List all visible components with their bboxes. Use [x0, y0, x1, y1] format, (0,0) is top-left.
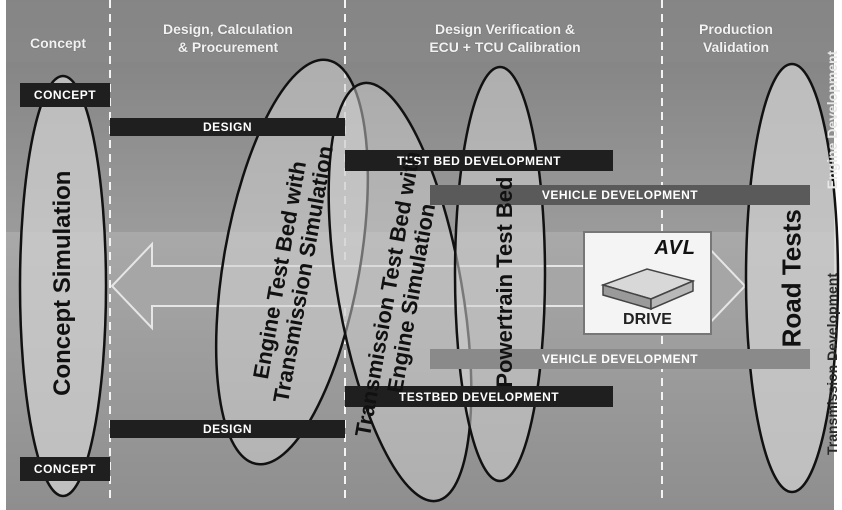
engine-development-side-label: Engine Development: [824, 50, 840, 190]
design-bar-bottom: DESIGN: [110, 420, 345, 438]
phase-header-line: Design Verification &: [434, 21, 576, 37]
phase-header-verification: Design Verification & ECU + TCU Calibrat…: [350, 20, 660, 56]
phase-header-line: Production: [699, 21, 773, 37]
test-bed-development-bar: TEST BED DEVELOPMENT: [345, 150, 613, 171]
phase-header-production: Production Validation: [666, 20, 806, 56]
concept-bar-top: CONCEPT: [20, 83, 110, 107]
phase-header-line: Design, Calculation: [163, 21, 293, 37]
phase-header-line: ECU + TCU Calibration: [429, 39, 581, 55]
vehicle-development-bar-top: VEHICLE DEVELOPMENT: [430, 185, 810, 205]
transmission-development-side-label: Transmission Development: [824, 272, 840, 456]
testbed-development-bar: TESTBED DEVELOPMENT: [345, 386, 613, 407]
phase-header-line: Concept: [30, 35, 86, 51]
concept-simulation-ellipse: [18, 74, 108, 498]
drive-label: DRIVE: [623, 311, 672, 328]
avl-logo: AVL: [654, 237, 696, 259]
header-band: [0, 0, 842, 62]
powertrain-test-bed-label: Powertrain Test Bed: [491, 176, 517, 388]
phase-header-design: Design, Calculation & Procurement: [114, 20, 342, 56]
phase-header-concept: Concept: [8, 34, 108, 52]
road-tests-ellipse: [744, 62, 840, 494]
drive-device-icon: [600, 268, 696, 311]
concept-simulation-label: Concept Simulation: [48, 170, 76, 396]
phase-header-line: & Procurement: [177, 39, 279, 55]
phase-header-line: Validation: [702, 39, 770, 55]
road-tests-label: Road Tests: [776, 209, 807, 348]
vehicle-development-bar-bottom: VEHICLE DEVELOPMENT: [430, 349, 810, 369]
avl-drive-box: AVL DRIVE: [583, 231, 712, 335]
design-bar-top: DESIGN: [110, 118, 345, 136]
left-border: [0, 0, 6, 510]
concept-bar-bottom: CONCEPT: [20, 457, 110, 481]
